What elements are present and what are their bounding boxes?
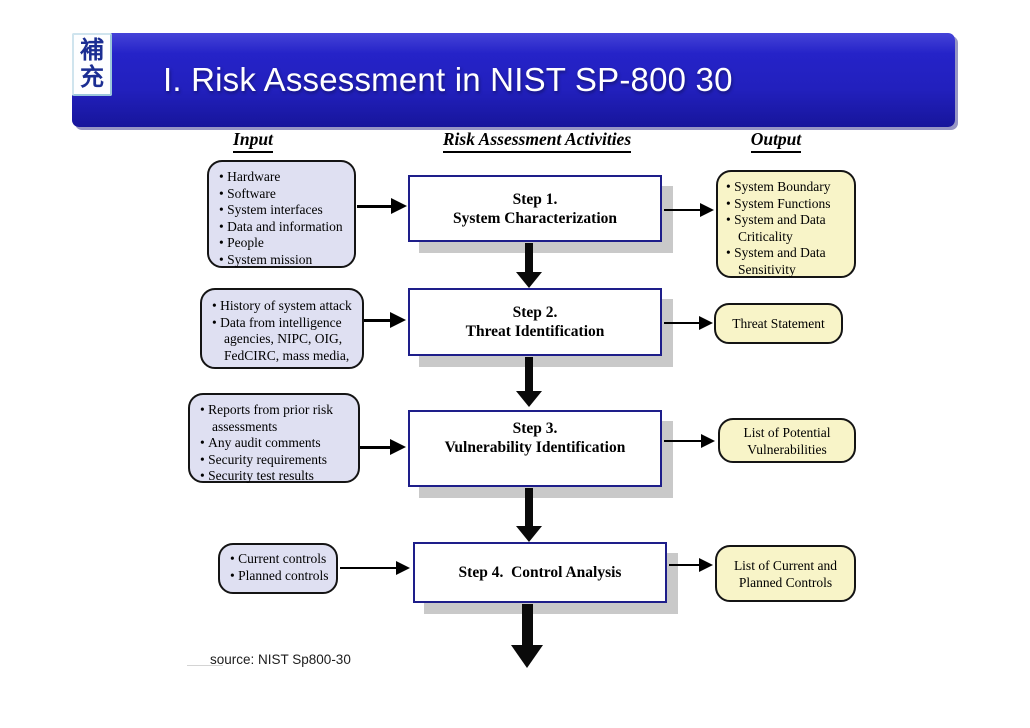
input-box-step4: Current controls Planned controls	[218, 543, 338, 594]
step2-box: Step 2. Threat Identification	[408, 288, 662, 356]
output-item: System and Data Criticality	[726, 212, 848, 245]
output-item: System and Data Sensitivity	[726, 245, 848, 278]
arrow-step1-to-output	[664, 200, 714, 220]
output-text-line1: List of Current and	[733, 557, 838, 573]
input-box-step3: Reports from prior risk assessments Any …	[188, 393, 360, 483]
arrow-input-to-step2	[364, 310, 406, 330]
input-item: Software	[219, 186, 348, 203]
step2-title: Step 2.	[512, 304, 558, 321]
step4-box: Step 4. Control Analysis	[413, 542, 667, 603]
step2-subtitle: Threat Identification	[465, 323, 605, 340]
input-item: Hardware	[219, 169, 348, 186]
input-item: System mission	[219, 252, 348, 269]
column-header-output: Output	[716, 129, 836, 153]
input-item: Data from intelligence agencies, NIPC, O…	[212, 315, 356, 365]
slide-title-bar: I. Risk Assessment in NIST SP-800 30	[72, 33, 955, 127]
input-item: Security test results	[200, 468, 352, 485]
arrow-step3-to-output	[664, 431, 715, 451]
arrow-step4-to-output	[669, 555, 713, 575]
column-header-activities: Risk Assessment Activities	[407, 129, 667, 153]
input-box-step2: History of system attack Data from intel…	[200, 288, 364, 369]
step1-subtitle: System Characterization	[453, 209, 617, 227]
arrow-step1-to-step2	[516, 243, 542, 288]
input-item: Planned controls	[230, 568, 330, 585]
arrow-input-to-step4	[340, 558, 410, 578]
step3-box: Step 3. Vulnerability Identification	[408, 410, 662, 487]
output-item: System Functions	[726, 196, 848, 213]
input-box-step1: Hardware Software System interfaces Data…	[207, 160, 356, 268]
badge-char-1: 補	[80, 37, 104, 64]
step3-title: Step 3.	[512, 420, 558, 437]
arrow-input-to-step3	[360, 437, 406, 457]
arrow-input-to-step1	[357, 196, 407, 216]
output-item: System Boundary	[726, 179, 848, 196]
arrow-step2-to-output	[664, 313, 713, 333]
input-item: People	[219, 235, 348, 252]
output-box-step4: List of Current and Planned Controls	[715, 545, 856, 602]
input-item: Reports from prior risk assessments	[200, 402, 352, 435]
input-item: System interfaces	[219, 202, 348, 219]
output-box-step1: System Boundary System Functions System …	[716, 170, 856, 278]
column-header-input: Input	[193, 129, 313, 153]
output-text: Threat Statement	[732, 316, 825, 331]
input-item: Data and information	[219, 219, 348, 236]
supplement-badge: 補 充	[72, 33, 112, 96]
output-box-step3: List of Potential Vulnerabilities	[718, 418, 856, 463]
output-text-line2: Vulnerabilities	[747, 441, 827, 457]
slide-title: I. Risk Assessment in NIST SP-800 30	[163, 61, 733, 98]
arrow-step4-continue	[511, 604, 543, 668]
output-box-step2: Threat Statement	[714, 303, 843, 344]
output-text-line1: List of Potential	[743, 424, 831, 440]
input-item: Current controls	[230, 551, 330, 568]
step1-box: Step 1. System Characterization	[408, 175, 662, 242]
source-underline	[187, 665, 223, 666]
arrow-step2-to-step3	[516, 357, 542, 407]
input-item: Any audit comments	[200, 435, 352, 452]
badge-char-2: 充	[80, 64, 104, 91]
step4-title: Step 4. Control Analysis	[458, 564, 622, 581]
output-text-line2: Planned Controls	[738, 574, 833, 590]
step3-subtitle: Vulnerability Identification	[444, 439, 626, 456]
input-item: History of system attack	[212, 298, 356, 315]
source-note: source: NIST Sp800-30	[210, 652, 351, 667]
step1-title: Step 1.	[512, 190, 558, 208]
input-item: Security requirements	[200, 452, 352, 469]
arrow-step3-to-step4	[516, 488, 542, 542]
